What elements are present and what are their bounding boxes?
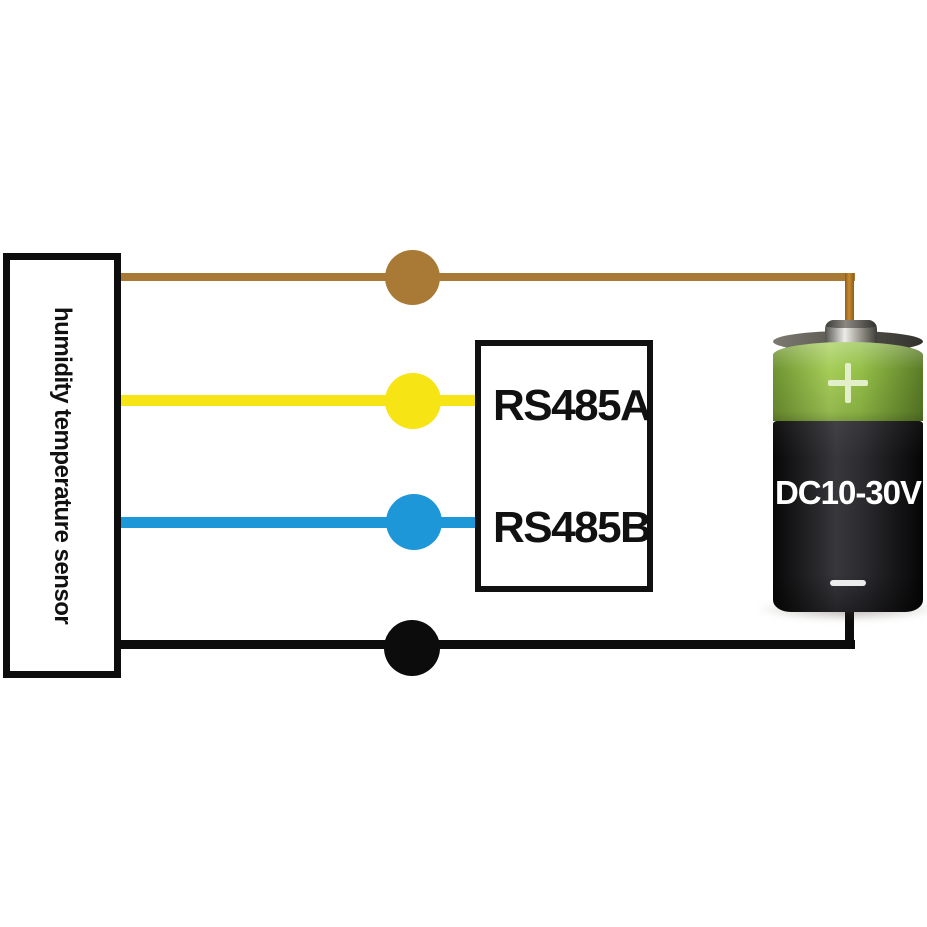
brown-junction-dot xyxy=(385,250,440,305)
rs485-box: RS485A RS485B xyxy=(475,340,653,592)
battery: DC10-30V xyxy=(773,320,923,612)
minus-icon xyxy=(830,580,866,586)
sensor-label: humidity temperature sensor xyxy=(49,306,76,625)
brown-positive-wire-vertical xyxy=(845,273,854,328)
plus-icon xyxy=(828,363,868,403)
rs485b-label: RS485B xyxy=(493,503,652,552)
yellow-junction-dot xyxy=(385,373,441,429)
brown-positive-wire-horizontal xyxy=(118,273,855,281)
rs485a-label: RS485A xyxy=(493,381,652,430)
black-ground-wire-vertical xyxy=(845,596,854,649)
battery-terminal-top xyxy=(825,320,877,328)
black-junction-dot xyxy=(384,620,440,676)
blue-junction-dot xyxy=(386,494,442,550)
sensor-box: humidity temperature sensor xyxy=(3,253,121,678)
yellow-rs485a-wire xyxy=(118,395,478,406)
black-ground-wire-horizontal xyxy=(118,640,855,649)
blue-rs485b-wire xyxy=(118,517,478,528)
battery-voltage-label: DC10-30V xyxy=(774,474,922,511)
